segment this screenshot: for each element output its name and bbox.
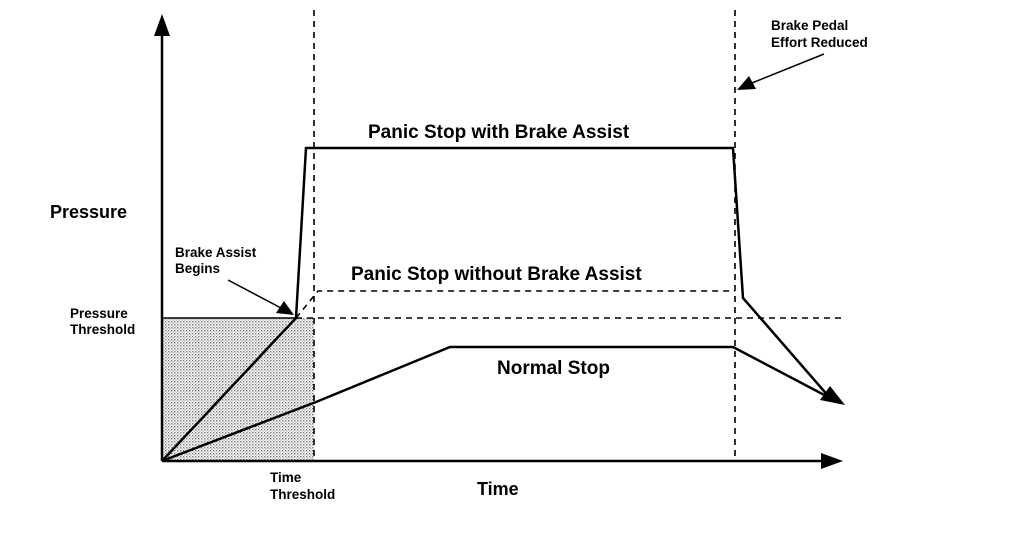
normal-stop-label: Normal Stop <box>497 358 610 379</box>
x-axis <box>162 453 843 469</box>
x-axis-label: Time <box>477 479 519 499</box>
y-axis-label: Pressure <box>50 202 127 222</box>
curve-end-arrowhead <box>820 386 845 405</box>
panic-stop-with-assist-curve <box>161 146 831 462</box>
panic-stop-with-assist-label: Panic Stop with Brake Assist <box>368 122 630 143</box>
normal-stop-curve <box>161 345 831 463</box>
panic-stop-without-assist-label: Panic Stop without Brake Assist <box>351 264 642 285</box>
pressure-threshold-label: Pressure Threshold <box>70 306 135 337</box>
threshold-shaded-region <box>162 318 314 461</box>
time-threshold-label: Time Threshold <box>270 470 335 502</box>
y-axis <box>154 14 170 461</box>
panic-stop-without-assist-curve <box>295 290 735 319</box>
pedal-effort-reduced-arrow <box>737 53 825 90</box>
brake-assist-begins-label: Brake Assist Begins <box>175 245 260 276</box>
brake-assist-begins-arrow <box>227 279 294 315</box>
pedal-effort-reduced-label: Brake Pedal Effort Reduced <box>771 18 868 50</box>
